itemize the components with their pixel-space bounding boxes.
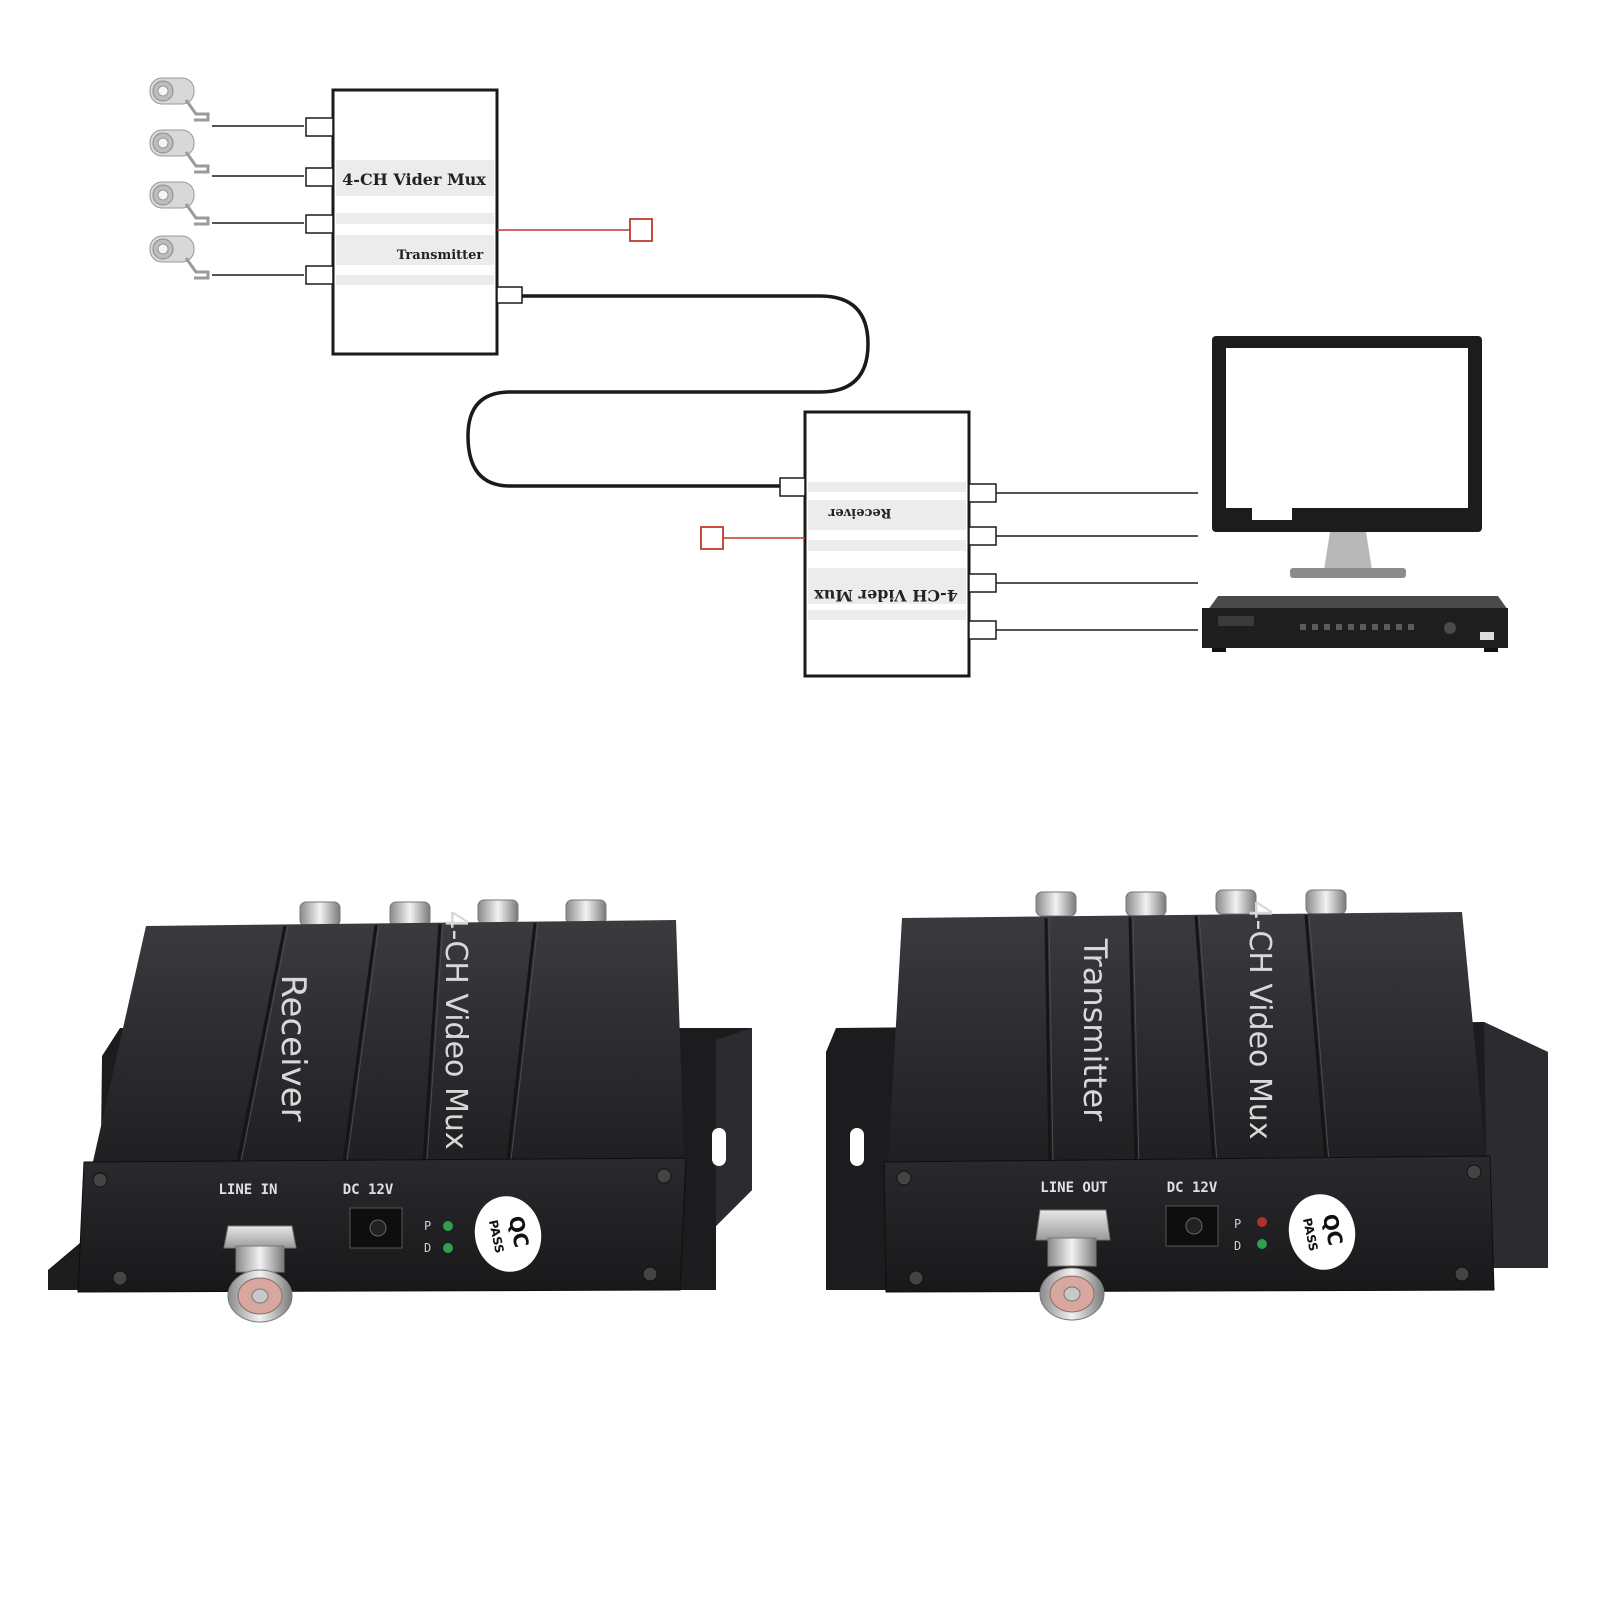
transmitter-name-label: Transmitter xyxy=(1076,938,1114,1122)
qc-pass-sticker: QC PASS xyxy=(474,1196,542,1272)
transmitter-led-p-label: P xyxy=(1234,1217,1241,1231)
coax-cable xyxy=(466,294,870,488)
receiver-device: Receiver 4-CH Video Mux LINE IN DC 12V P… xyxy=(48,899,752,1323)
transmitter-box-subtitle: Transmitter xyxy=(397,248,484,263)
transmitter-led-d-label: D xyxy=(1234,1239,1241,1253)
receiver-qc-bottom: PASS xyxy=(486,1219,507,1255)
output-connection-lines xyxy=(996,492,1198,631)
connection-diagram: 4-CH Vider Mux Transmitter Receiver 4-CH… xyxy=(149,77,1508,678)
data-led-icon xyxy=(443,1243,453,1253)
bnc-connector-icon xyxy=(1035,889,1347,917)
camera-icon xyxy=(149,129,210,174)
receiver-title-label: 4-CH Video Mux xyxy=(438,910,473,1149)
transmitter-power-label: DC 12V xyxy=(1167,1180,1218,1196)
line-out-bnc-connector[interactable] xyxy=(1035,1209,1111,1321)
transmitter-diagram-box: 4-CH Vider Mux Transmitter xyxy=(305,88,653,356)
data-led-icon xyxy=(1257,1239,1267,1249)
qc-pass-sticker: QC PASS xyxy=(1288,1194,1356,1270)
receiver-led-p-label: P xyxy=(424,1219,431,1233)
power-led-icon xyxy=(1257,1217,1267,1227)
dvr-recorder-icon xyxy=(1202,596,1508,652)
receiver-diagram-box: Receiver 4-CH Vider Mux xyxy=(700,410,997,678)
camera-icon xyxy=(149,181,210,226)
transmitter-port-label: LINE OUT xyxy=(1040,1180,1107,1196)
mount-slot-icon xyxy=(712,1128,726,1166)
transmitter-title-label: 4-CH Video Mux xyxy=(1242,900,1277,1139)
transmitter-box-title: 4-CH Vider Mux xyxy=(342,170,486,189)
camera-icon xyxy=(149,77,210,122)
receiver-led-d-label: D xyxy=(424,1241,431,1255)
mount-slot-icon xyxy=(850,1128,864,1166)
monitor-icon xyxy=(1212,336,1482,578)
camera-icon xyxy=(149,235,210,280)
transmitter-device: Transmitter 4-CH Video Mux LINE OUT DC 1… xyxy=(826,889,1548,1321)
receiver-power-label: DC 12V xyxy=(343,1182,394,1198)
transmitter-qc-bottom: PASS xyxy=(1300,1217,1321,1253)
receiver-name-label: Receiver xyxy=(273,974,313,1121)
receiver-box-title: 4-CH Vider Mux xyxy=(814,586,958,605)
camera-connection-lines xyxy=(212,125,304,276)
power-led-icon xyxy=(443,1221,453,1231)
receiver-port-label: LINE IN xyxy=(218,1182,277,1198)
line-in-bnc-connector[interactable] xyxy=(223,1225,297,1323)
receiver-box-subtitle: Receiver xyxy=(828,505,891,520)
